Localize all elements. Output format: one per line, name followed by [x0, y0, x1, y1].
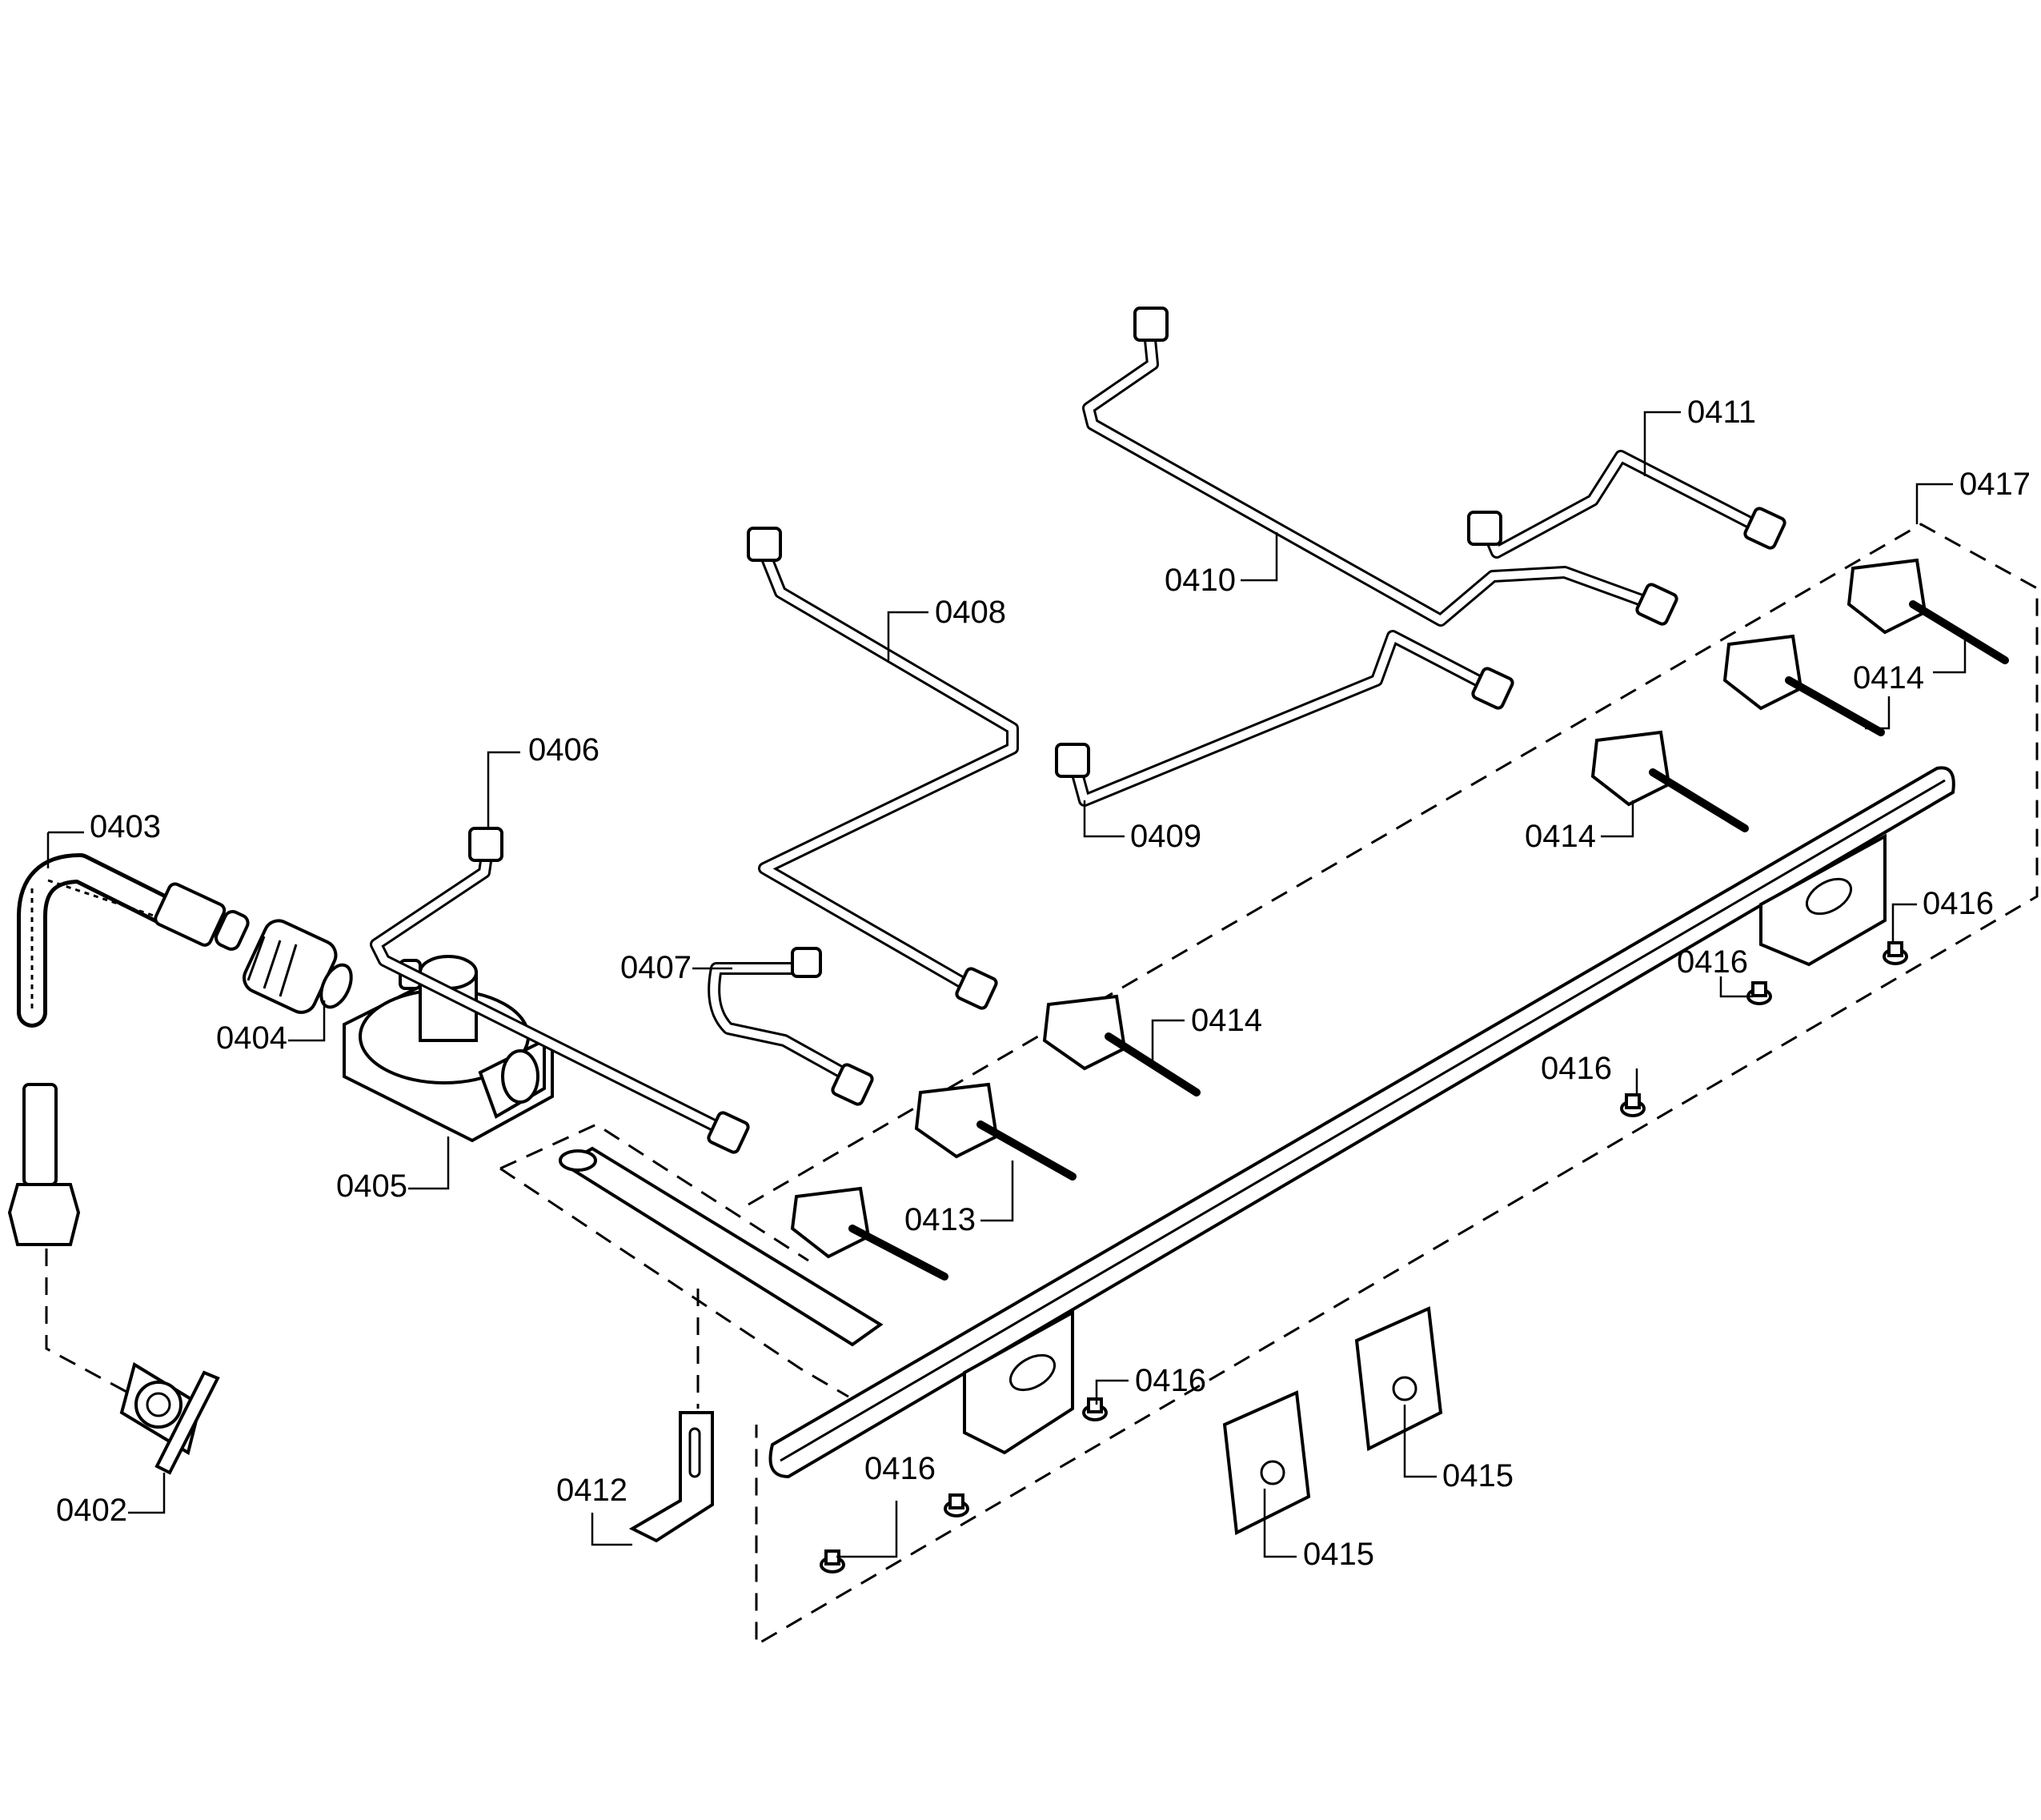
callout-0411: 0411 — [1687, 395, 1756, 430]
callout-0414-mid: 0414 — [1853, 660, 1924, 696]
adapter-0404[interactable] — [239, 916, 357, 1017]
callout-0414-lower: 0414 — [1525, 819, 1596, 854]
screw-0416-d[interactable] — [1620, 1093, 1646, 1117]
assembly-boundary-valves — [748, 523, 2039, 1647]
callout-0416-left-a: 0416 — [864, 1451, 936, 1486]
tube-nut-0406-top — [468, 827, 503, 862]
leader-0416-right-b — [1891, 903, 1917, 944]
screw-0416-a[interactable] — [1082, 1397, 1108, 1421]
ignition-module-0415-right[interactable] — [1354, 1306, 1443, 1452]
valve-0413-second[interactable] — [914, 1082, 1077, 1181]
leader-0413 — [980, 1161, 1014, 1222]
callout-0414-center: 0414 — [1191, 1003, 1262, 1038]
regulator-0405[interactable] — [343, 955, 554, 1143]
callout-0407: 0407 — [620, 950, 692, 985]
leader-0416-right-a — [1719, 976, 1753, 998]
callout-0416-right-a: 0416 — [1677, 944, 1748, 980]
callout-0416-mid: 0416 — [1541, 1051, 1612, 1086]
leader-0415-right — [1403, 1405, 1437, 1478]
callout-0406: 0406 — [528, 732, 599, 768]
valve-0413[interactable] — [790, 1186, 948, 1281]
valve-0414-lower-right[interactable] — [1590, 730, 1749, 832]
leader-0415-left — [1263, 1489, 1297, 1558]
leader-0408 — [887, 611, 928, 660]
leader-0416-left-b — [1095, 1379, 1129, 1405]
callout-0410: 0410 — [1165, 563, 1236, 598]
leader-0416-left-a — [836, 1501, 898, 1558]
leader-0411 — [1643, 411, 1681, 476]
callout-0409: 0409 — [1130, 819, 1201, 854]
leader-0414-lower — [1601, 800, 1634, 838]
inlet-fitting-0402[interactable] — [119, 1361, 220, 1475]
leader-0414-upper — [1933, 640, 1967, 674]
callout-0413: 0413 — [904, 1202, 976, 1237]
valve-0414-upper-right[interactable] — [1847, 558, 2009, 664]
screw-0416-f[interactable] — [1883, 941, 1908, 965]
leader-0412 — [591, 1513, 632, 1546]
leader-0404 — [288, 1000, 326, 1042]
manifold-bar — [768, 766, 1955, 1479]
flex-hose-0403[interactable] — [7, 853, 251, 1246]
callout-0415-right: 0415 — [1442, 1458, 1514, 1493]
screw-0416-b[interactable] — [944, 1493, 969, 1517]
gas-tube-0407[interactable] — [708, 962, 863, 1087]
screw-0416-e[interactable] — [1746, 981, 1772, 1005]
callout-0404: 0404 — [216, 1020, 287, 1056]
valve-0414-center[interactable] — [1042, 994, 1201, 1096]
screw-0416-c[interactable] — [820, 1549, 845, 1573]
leader-0410 — [1241, 532, 1278, 582]
leader-0409 — [1083, 800, 1125, 838]
tube-nut-0408-end — [955, 967, 998, 1010]
manifold-pipe-inlet — [559, 1146, 884, 1347]
leader-0403 — [46, 831, 84, 868]
ignition-module-0415-left[interactable] — [1222, 1390, 1311, 1536]
leader-0417 — [1915, 483, 1953, 524]
leader-0405 — [408, 1136, 450, 1190]
tube-nut-0408-top — [747, 527, 782, 562]
leader-0406 — [487, 751, 520, 828]
valve-0414-mid-right[interactable] — [1722, 634, 1885, 736]
leader-0402 — [128, 1473, 166, 1514]
callout-0417: 0417 — [1959, 467, 2031, 502]
callout-0408: 0408 — [935, 595, 1006, 630]
callout-0416-right-b: 0416 — [1923, 886, 1994, 921]
callout-0415-left: 0415 — [1303, 1537, 1374, 1572]
tube-nut-0406-end — [707, 1111, 750, 1154]
leader-0414-center — [1151, 1019, 1185, 1064]
callout-0403: 0403 — [90, 809, 161, 844]
assembly-boundary-regulator — [499, 1123, 849, 1398]
leader-0414-mid — [1865, 696, 1891, 730]
callout-0412: 0412 — [556, 1473, 628, 1508]
callout-0416-left-b: 0416 — [1135, 1363, 1206, 1398]
callout-0405: 0405 — [336, 1169, 407, 1204]
leader-0402-dash — [45, 1249, 129, 1394]
bracket-0412[interactable] — [628, 1411, 714, 1543]
callout-0402: 0402 — [56, 1493, 127, 1528]
